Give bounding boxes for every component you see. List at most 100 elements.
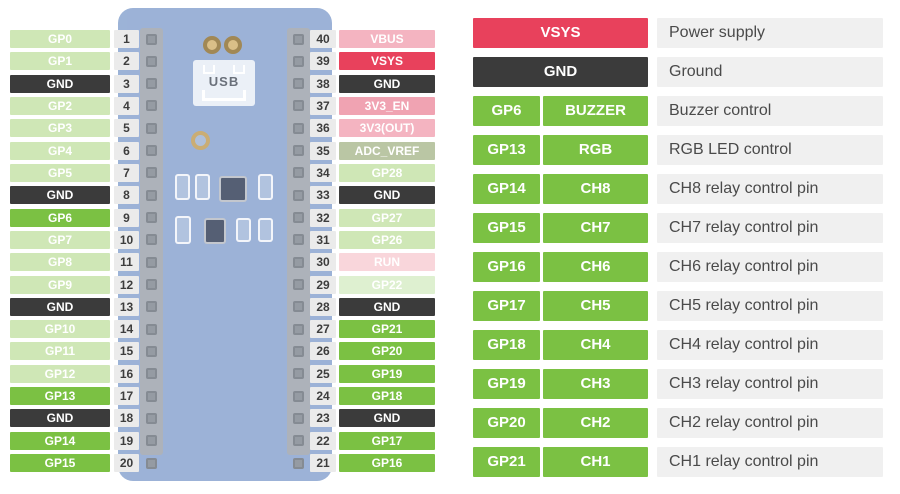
- pin-number-39: 39: [310, 52, 336, 71]
- pin-number-36: 36: [310, 119, 336, 138]
- pin-number-24: 24: [310, 387, 336, 406]
- pin-label-3v3_en: 3V3_EN: [339, 96, 435, 115]
- pin-label-gp12: GP12: [10, 364, 110, 383]
- pin-number-2: 2: [114, 52, 139, 71]
- header-pin-pad: [293, 301, 304, 313]
- legend-gpio-cell: GP16: [473, 252, 540, 282]
- legend-pin-cell: VSYS: [473, 18, 648, 48]
- pin-number-10: 10: [114, 230, 139, 249]
- usb-connector-tabs: [203, 65, 245, 74]
- pin-label-gnd: GND: [10, 186, 110, 205]
- pin-label-vsys: VSYS: [339, 52, 435, 71]
- smd-component: [175, 174, 190, 200]
- pin-label-gnd: GND: [339, 186, 435, 205]
- legend-description: CH1 relay control pin: [657, 447, 883, 477]
- header-pin-pad: [146, 33, 157, 45]
- smd-component: [236, 218, 251, 242]
- legend-description: CH5 relay control pin: [657, 291, 883, 321]
- pin-number-18: 18: [114, 409, 139, 428]
- pin-label-vbus: VBUS: [339, 30, 435, 48]
- header-pin-pad: [293, 145, 304, 157]
- pin-number-1: 1: [114, 30, 139, 48]
- usb-bracket-icon: [202, 90, 246, 101]
- header-pin-pad: [293, 368, 304, 380]
- mounting-hole-icon: [191, 131, 210, 150]
- header-pin-pad: [293, 33, 304, 45]
- pin-number-37: 37: [310, 96, 336, 115]
- legend-gpio-cell: GP18: [473, 330, 540, 360]
- pin-label-gp27: GP27: [339, 208, 435, 227]
- pin-label-gp1: GP1: [10, 52, 110, 71]
- test-pad-left-icon: [203, 36, 221, 54]
- pin-label-gp20: GP20: [339, 342, 435, 361]
- legend-description: CH2 relay control pin: [657, 408, 883, 438]
- legend-function-cell: CH3: [543, 369, 648, 399]
- pin-label-gp7: GP7: [10, 230, 110, 249]
- legend-function-cell: CH4: [543, 330, 648, 360]
- usb-tab-icon: [203, 65, 215, 74]
- pin-label-gp11: GP11: [10, 342, 110, 361]
- smd-chip: [219, 176, 247, 202]
- pin-number-26: 26: [310, 342, 336, 361]
- pin-number-16: 16: [114, 364, 139, 383]
- header-pin-pad: [293, 457, 304, 469]
- header-pin-pad: [293, 100, 304, 112]
- pin-number-5: 5: [114, 119, 139, 138]
- header-pin-pad: [293, 279, 304, 291]
- pin-number-20: 20: [114, 454, 139, 473]
- header-pin-pad: [146, 212, 157, 224]
- smd-component: [258, 218, 273, 242]
- pin-number-7: 7: [114, 163, 139, 182]
- pin-label-gp8: GP8: [10, 253, 110, 272]
- pin-label-gnd: GND: [339, 297, 435, 316]
- pin-number-23: 23: [310, 409, 336, 428]
- header-pin-pad: [293, 122, 304, 134]
- usb-label: USB: [208, 74, 240, 89]
- header-pin-pad: [293, 435, 304, 447]
- pin-label-gp6: GP6: [10, 208, 110, 227]
- legend-gpio-cell: GP15: [473, 213, 540, 243]
- test-pad-right-icon: [224, 36, 242, 54]
- legend-description: Ground: [657, 57, 883, 87]
- pin-label-gnd: GND: [10, 297, 110, 316]
- pin-label-gp14: GP14: [10, 431, 110, 450]
- header-pin-pad: [146, 412, 157, 424]
- header-pin-pad: [146, 78, 157, 90]
- legend-description: Buzzer control: [657, 96, 883, 126]
- legend-gpio-cell: GP21: [473, 447, 540, 477]
- pin-number-22: 22: [310, 431, 336, 450]
- legend-description: RGB LED control: [657, 135, 883, 165]
- pin-number-35: 35: [310, 141, 336, 160]
- pin-label-gp2: GP2: [10, 96, 110, 115]
- pin-label-gp9: GP9: [10, 275, 110, 294]
- right-pin-header-strip: [287, 28, 310, 469]
- header-pin-pad: [146, 100, 157, 112]
- smd-component: [195, 174, 210, 200]
- legend-gpio-cell: GP17: [473, 291, 540, 321]
- header-pin-pad: [293, 234, 304, 246]
- legend-function-cell: CH1: [543, 447, 648, 477]
- header-pin-pad: [146, 189, 157, 201]
- pin-label-gp10: GP10: [10, 320, 110, 339]
- pin-number-29: 29: [310, 275, 336, 294]
- legend-gpio-cell: GP14: [473, 174, 540, 204]
- pin-label-gnd: GND: [339, 409, 435, 428]
- pin-number-31: 31: [310, 230, 336, 249]
- pin-label-gp22: GP22: [339, 275, 435, 294]
- header-pin-pad: [146, 145, 157, 157]
- smd-transistor: [204, 218, 226, 244]
- pin-number-6: 6: [114, 141, 139, 160]
- header-pin-pad: [146, 390, 157, 402]
- legend-function-cell: CH7: [543, 213, 648, 243]
- header-pin-pad: [293, 212, 304, 224]
- pin-label-gp13: GP13: [10, 387, 110, 406]
- pin-number-13: 13: [114, 297, 139, 316]
- legend-gpio-cell: GP20: [473, 408, 540, 438]
- legend-description: CH8 relay control pin: [657, 174, 883, 204]
- pin-number-21: 21: [310, 454, 336, 473]
- pin-number-19: 19: [114, 431, 139, 450]
- pin-number-8: 8: [114, 186, 139, 205]
